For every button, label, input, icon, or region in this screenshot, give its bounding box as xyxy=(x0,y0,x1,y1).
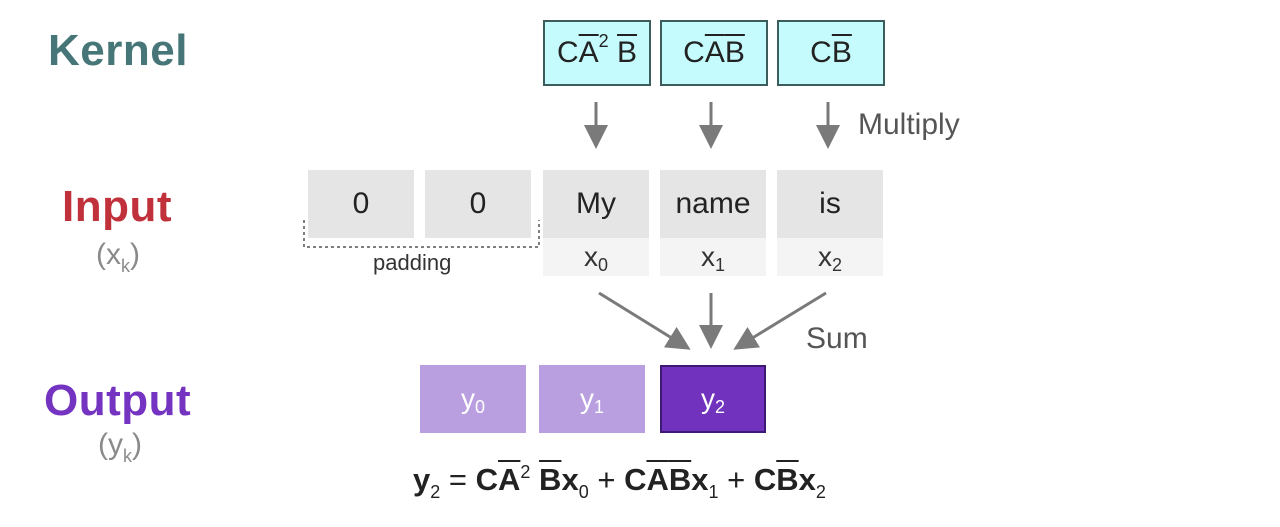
kernel-label: Kernel xyxy=(48,26,188,75)
input-label: Input xyxy=(62,182,173,231)
input-token-pad-1: 0 xyxy=(308,170,414,238)
input-token-pad-2: 0 xyxy=(425,170,531,238)
output-label: Output xyxy=(44,376,192,425)
sum-label: Sum xyxy=(806,322,868,355)
input-token-name: name xyxy=(660,170,766,238)
input-token-my: My xyxy=(543,170,649,238)
input-token-is: is xyxy=(777,170,883,238)
output-variable: (yk) xyxy=(98,428,142,466)
multiply-label: Multiply xyxy=(858,108,960,141)
padding-bracket xyxy=(303,220,540,248)
sum-arrow-left xyxy=(598,291,691,350)
sum-arrow-right xyxy=(733,291,827,350)
padding-label: padding xyxy=(373,250,452,275)
output-equation: y2 = CA2 Bx0 + CABx1 + CBx2 xyxy=(413,462,826,502)
input-variable: (xk) xyxy=(96,238,140,276)
